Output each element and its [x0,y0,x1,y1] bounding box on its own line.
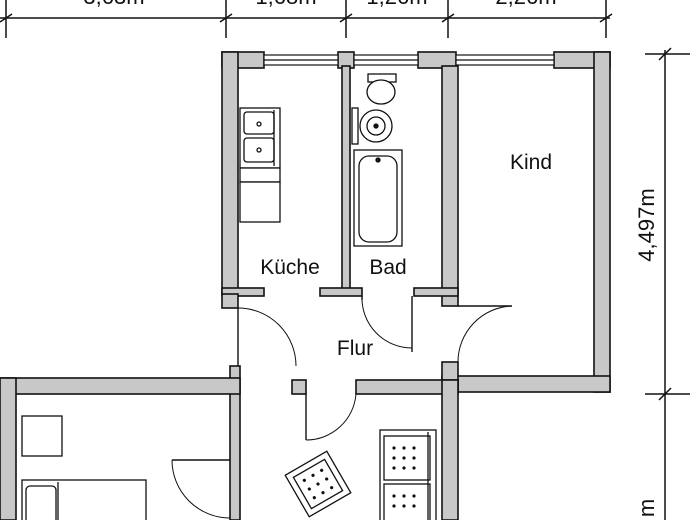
armchair-dots [302,468,334,500]
room-label-bath: Bad [369,256,406,279]
dimension-label-top-4: 2,26m [495,0,556,9]
walls [0,51,611,520]
sofa-icon [379,429,437,520]
dimension-label-right-2: m [634,499,659,517]
bathtub-icon [353,149,403,247]
kitchen-counter-icon [239,167,281,223]
nightstand-icon [21,415,63,457]
dimension-label-top-1: 3,63m [83,0,144,9]
room-label-child: Kind [510,151,552,174]
sofa-dots [392,446,416,508]
dimension-label-right-1: 4,497m [634,188,659,261]
windows [263,54,555,66]
dimension-label-top-3: 1,26m [366,0,427,9]
room-label-hall: Flur [337,337,373,360]
room-label-kitchen: Küche [260,256,320,279]
top-dimension-chain [0,0,613,38]
kitchen-sink-icon [239,107,281,169]
right-dimension-chain [645,47,690,520]
toilet-icon [366,73,397,105]
dimension-label-top-2: 1,68m [255,0,316,9]
doors [171,295,513,519]
bed-icon [21,479,147,520]
washbasin-icon [351,107,393,145]
